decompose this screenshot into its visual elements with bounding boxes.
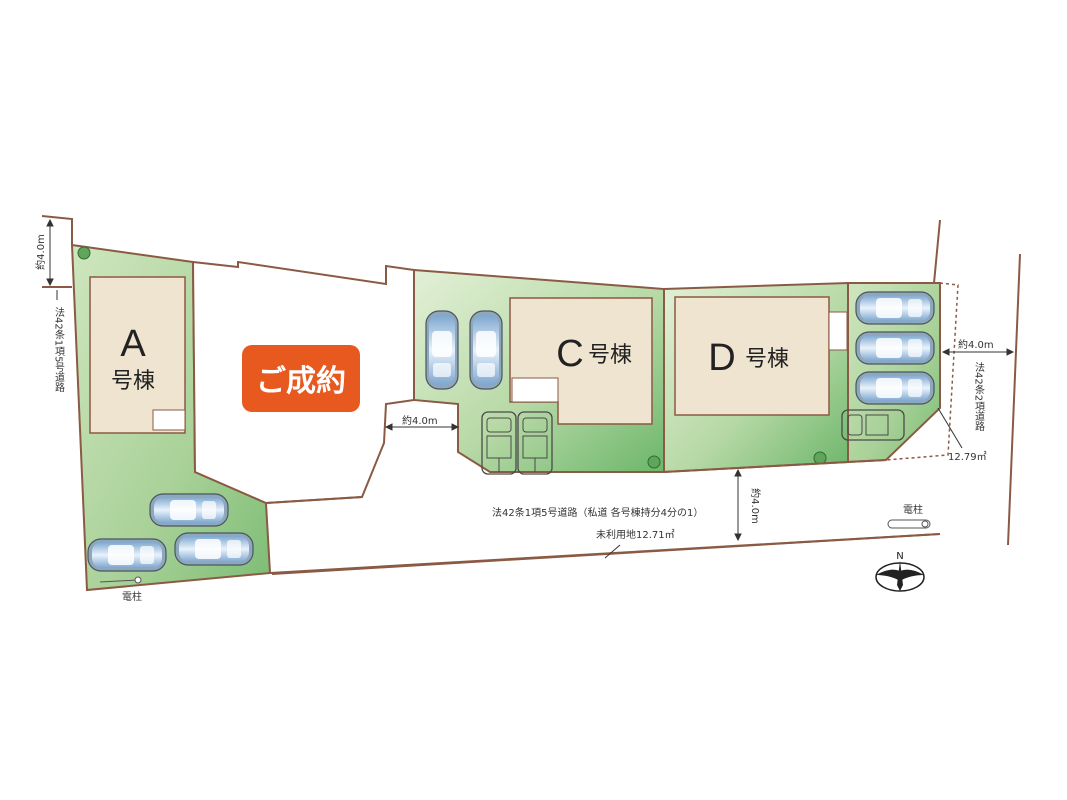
building-a bbox=[89, 276, 186, 434]
pole-right-label: 電柱 bbox=[903, 503, 923, 516]
utility-pole-left bbox=[99, 576, 142, 584]
private-road-label: 法42条1項5号道路（私道 各号棟持分4分の1） bbox=[492, 506, 703, 519]
west-width-label: 約4.0m bbox=[34, 234, 47, 270]
car-e-2 bbox=[855, 331, 935, 365]
building-c-porch bbox=[511, 377, 559, 403]
car-c-2 bbox=[469, 310, 503, 390]
car-e-3 bbox=[855, 371, 935, 405]
east-width-label: 約4.0m bbox=[958, 338, 994, 351]
east-area-label: 12.79㎡ bbox=[948, 451, 987, 463]
lot-c-suffix: 号棟 bbox=[588, 342, 632, 367]
north-label: N bbox=[896, 551, 903, 562]
car-c-1 bbox=[425, 310, 459, 390]
unused-land-label: 未利用地12.71㎡ bbox=[596, 528, 675, 541]
lot-c-letter: C bbox=[556, 333, 583, 375]
north-compass-icon: N bbox=[875, 551, 925, 592]
car-e-outline bbox=[841, 409, 905, 441]
center-width-label: 約4.0m bbox=[402, 414, 438, 427]
lot-d-letter: D bbox=[708, 337, 735, 379]
car-a-3 bbox=[174, 532, 254, 566]
east-road-label: 法42条2項道路 bbox=[973, 361, 985, 432]
car-e-1 bbox=[855, 291, 935, 325]
lot-d-suffix: 号棟 bbox=[745, 346, 789, 371]
car-a-2 bbox=[87, 538, 167, 572]
building-d-porch bbox=[828, 311, 848, 351]
building-d bbox=[674, 296, 830, 416]
sold-badge: ご成約 bbox=[256, 364, 346, 399]
pole-left-label: 電柱 bbox=[122, 590, 142, 603]
utility-pole-right bbox=[887, 519, 931, 529]
west-road-label: 法42条1項5号道路 bbox=[53, 306, 65, 393]
dimension-arrows bbox=[46, 218, 1015, 559]
car-a-1 bbox=[149, 493, 229, 527]
building-a-porch bbox=[152, 409, 186, 431]
lot-a-suffix: 号棟 bbox=[111, 368, 155, 393]
south-road-edge bbox=[265, 459, 941, 574]
south-width-label: 約4.0m bbox=[749, 488, 762, 524]
sold-badge-bg bbox=[242, 345, 360, 412]
lot-a-letter: A bbox=[120, 323, 146, 365]
